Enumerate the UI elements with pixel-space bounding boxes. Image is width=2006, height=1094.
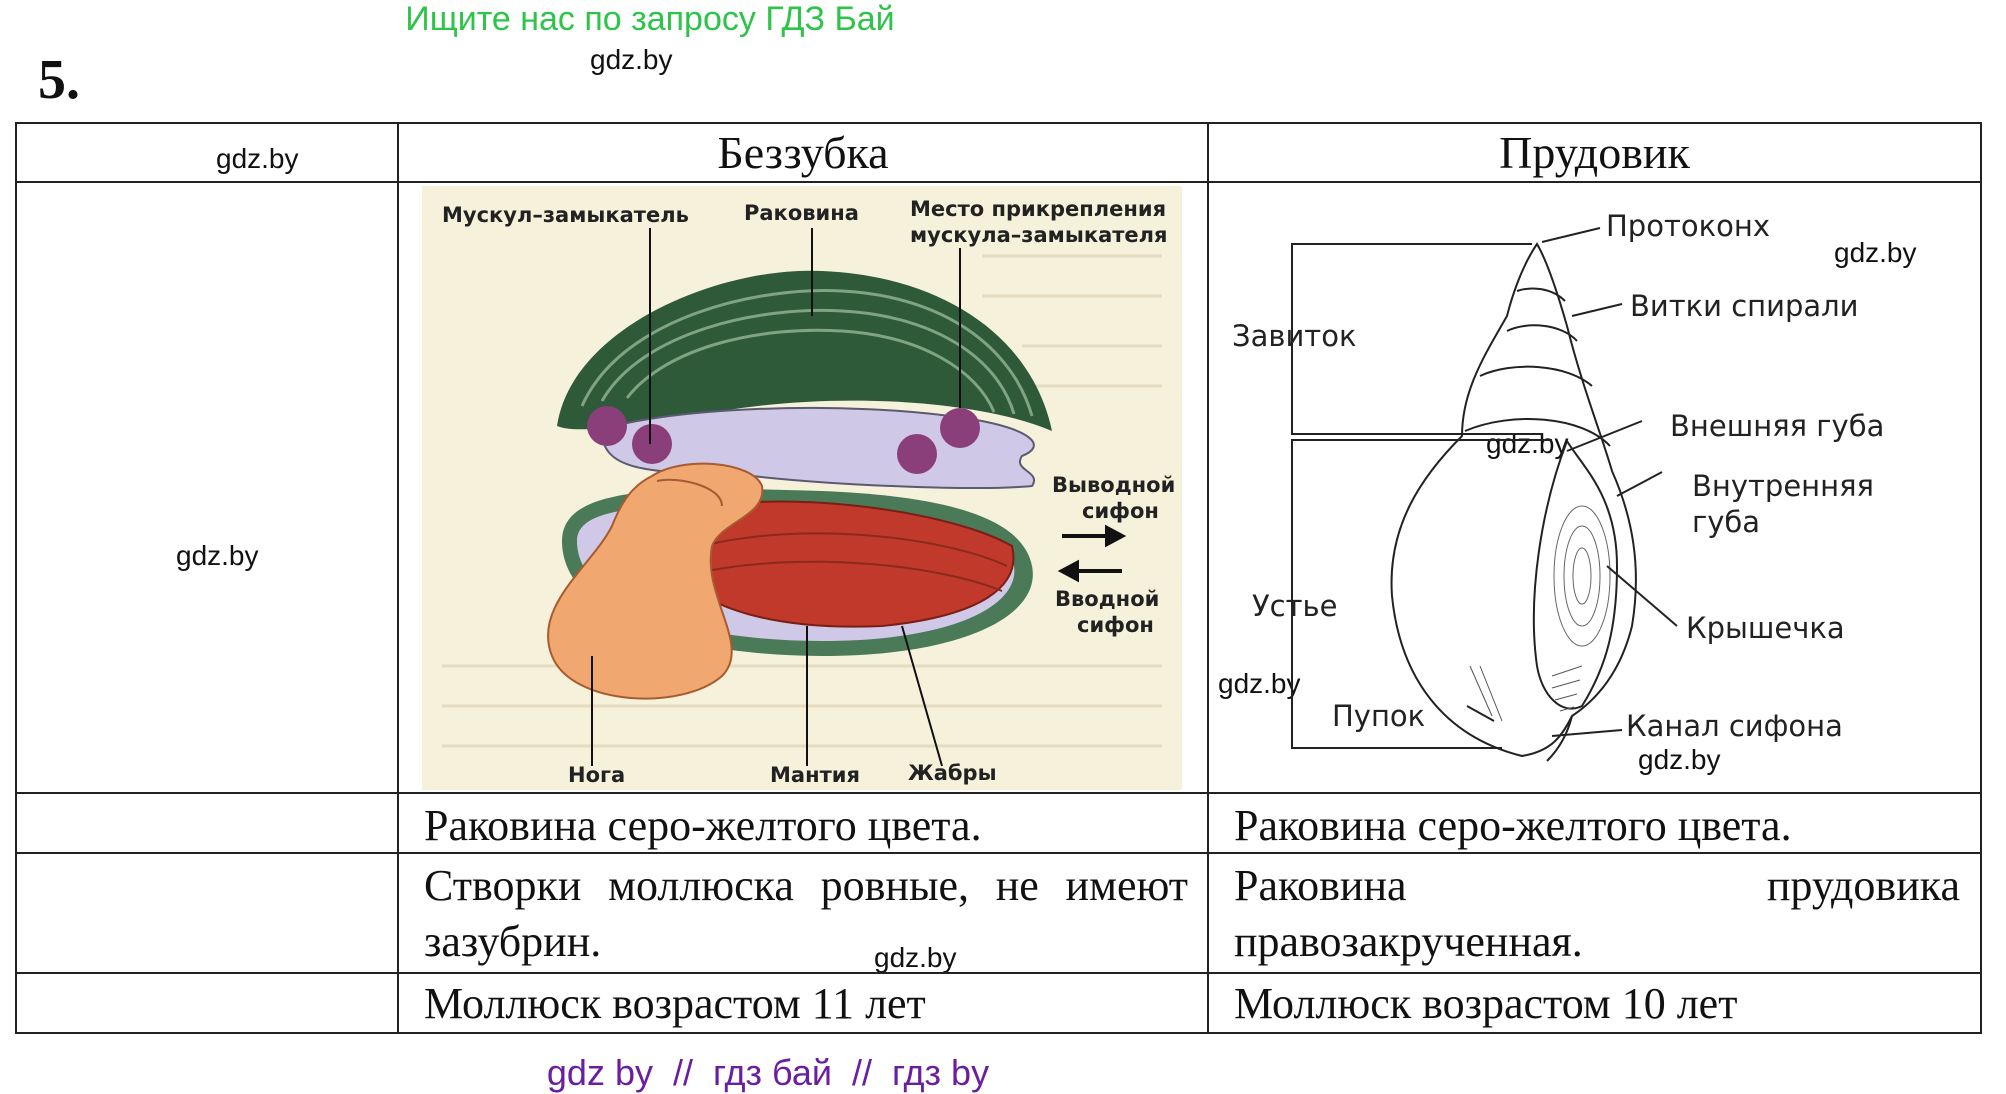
- label-shell: Раковина: [744, 201, 859, 225]
- label-gills: Жабры: [908, 761, 997, 785]
- snail-leader-lines: [1466, 227, 1678, 737]
- pond-snail-diagram: Протоконх Завиток Витки спирали Внешняя …: [1232, 209, 1884, 762]
- footer-separator: //: [852, 1052, 873, 1093]
- watermark: gdz.by: [176, 540, 259, 571]
- gill-folds: [701, 532, 1008, 592]
- label-inner-lip: губа: [1692, 505, 1760, 539]
- label-outlet-siphon: Выводной: [1052, 473, 1175, 497]
- label-umbilicus: Пупок: [1332, 699, 1425, 733]
- table-divider: [15, 792, 1982, 794]
- footer-link[interactable]: gdz by: [546, 1052, 653, 1093]
- mussel-diagram: Мускул–замыкатель Раковина Место прикреп…: [422, 186, 1182, 790]
- gills: [670, 500, 1015, 628]
- label-whorls: Витки спирали: [1630, 289, 1859, 323]
- watermark: gdz.by: [1834, 237, 1917, 268]
- label-operculum: Крышечка: [1686, 611, 1845, 645]
- attachment-scar: [940, 408, 980, 448]
- footer-link[interactable]: гдз by: [892, 1052, 990, 1093]
- cell-mussel-color: Раковина серо-желтого цвета.: [424, 801, 982, 850]
- foot: [546, 462, 764, 700]
- adductor-scar: [587, 406, 627, 446]
- shell-hatching: [1469, 665, 1583, 722]
- table-column-divider: [1207, 122, 1209, 1034]
- watermark: gdz.by: [216, 143, 299, 174]
- table-border-right: [1980, 122, 1982, 1034]
- label-outer-lip: Внешняя губа: [1670, 409, 1884, 443]
- label-inlet-siphon: сифон: [1077, 613, 1154, 637]
- footer: gdz by // гдз бай // гдз by: [0, 1052, 2006, 1094]
- watermark: gdz.by: [1638, 744, 1721, 775]
- watermark: gdz.by: [874, 942, 957, 973]
- shell-growth-lines: [580, 288, 1034, 417]
- cell-snail-shell: Раковина прудовика правозакрученная.: [1234, 861, 1960, 966]
- label-mantle: Мантия: [770, 763, 860, 787]
- attachment-scar: [897, 434, 937, 474]
- label-adductor: Мускул–замыкатель: [442, 203, 689, 227]
- cell-mussel-shell: Створки моллюска ровные, не имеют зазубр…: [424, 861, 1188, 966]
- siphon-arrows: [1057, 524, 1127, 583]
- operculum-texture: [1553, 505, 1611, 647]
- label-foot: Нога: [568, 763, 625, 787]
- watermark: gdz.by: [1218, 668, 1301, 699]
- label-inlet-siphon: Вводной: [1055, 587, 1159, 611]
- cell-snail-color: Раковина серо-желтого цвета.: [1234, 801, 1792, 850]
- snail-shell: [1390, 242, 1637, 762]
- table-divider: [15, 852, 1982, 854]
- adductor-scar: [632, 424, 672, 464]
- label-spire: Завиток: [1232, 319, 1356, 353]
- footer-link[interactable]: гдз бай: [713, 1052, 832, 1093]
- brackets: [1291, 243, 1552, 749]
- table-column-divider: [397, 122, 399, 1034]
- search-banner[interactable]: Ищите нас по запросу ГДЗ Бай: [405, 0, 895, 38]
- watermark: gdz.by: [590, 44, 673, 75]
- footer-separator: //: [673, 1052, 694, 1093]
- upper-shell: [557, 270, 1052, 431]
- table-divider: [15, 181, 1982, 183]
- label-protoconch: Протоконх: [1606, 209, 1770, 243]
- label-siphon-canal: Канал сифона: [1626, 709, 1843, 743]
- header-pond-snail: Прудовик: [1499, 127, 1690, 178]
- table-border-left: [15, 122, 17, 1034]
- table-divider: [15, 972, 1982, 974]
- label-inner-lip: Внутренняя: [1692, 469, 1874, 503]
- table-border-top: [15, 122, 1982, 124]
- label-attachment: мускула–замыкателя: [910, 223, 1168, 247]
- background-text-lines: [442, 254, 1162, 748]
- header-mussel: Беззубка: [717, 127, 889, 178]
- table-border-bottom: [15, 1032, 1982, 1034]
- cell-snail-age: Моллюск возрастом 10 лет: [1234, 979, 1738, 1028]
- label-outlet-siphon: сифон: [1082, 499, 1159, 523]
- task-number: 5.: [38, 49, 80, 111]
- label-attachment: Место прикрепления: [910, 197, 1166, 221]
- cell-mussel-age: Моллюск возрастом 11 лет: [424, 979, 926, 1028]
- leader-lines: [591, 228, 961, 767]
- label-aperture: Устье: [1252, 589, 1337, 623]
